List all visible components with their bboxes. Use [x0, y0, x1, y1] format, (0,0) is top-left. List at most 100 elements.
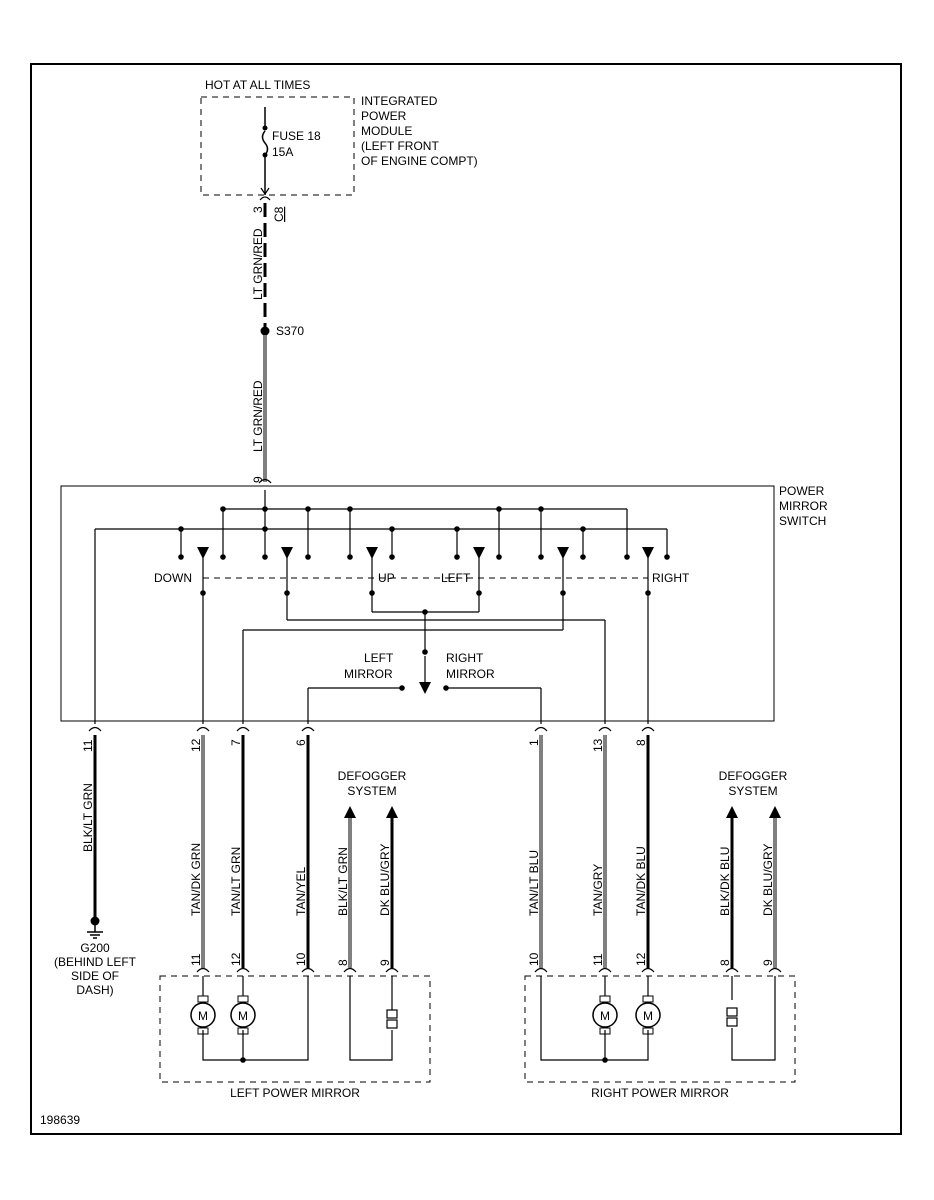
- module-line-5: OF ENGINE COMPT): [361, 154, 478, 168]
- left-defogger-feed: DEFOGGER SYSTEM BLK/LT GRN DK BLU/GRY: [336, 769, 407, 968]
- right-mirror-box: [524, 975, 796, 1083]
- right-mirror-pin-4: 8: [718, 959, 732, 966]
- ground-icon: [87, 931, 103, 939]
- splice-s370: [260, 326, 270, 336]
- pin-8: 8: [634, 739, 648, 746]
- left-mirror-box: [159, 975, 431, 1083]
- right-mirror-title: RIGHT POWER MIRROR: [591, 1086, 729, 1100]
- wire-label-left-defog-1: BLK/LT GRN: [336, 847, 350, 916]
- module-line-2: POWER: [361, 109, 407, 123]
- pin-6: 6: [294, 739, 308, 746]
- ground-splice-dot: [90, 916, 100, 926]
- switch-contacts: [197, 547, 654, 724]
- right-motor-1: M: [592, 995, 618, 1035]
- wire-label-lt-grn-red-lower: LT GRN/RED: [251, 380, 265, 452]
- left-defogger-title-2: SYSTEM: [347, 784, 396, 798]
- label-right: RIGHT: [652, 571, 690, 585]
- pin-11: 11: [81, 739, 95, 752]
- connector-pin-3: 3: [251, 206, 265, 213]
- right-power-mirror: RIGHT POWER MIRROR 10 11 12 8 9 M M: [524, 952, 796, 1100]
- switch-bus-lines: [94, 490, 668, 724]
- switch-junction-dots: [178, 506, 670, 560]
- right-mirror-pin-5: 9: [761, 959, 775, 966]
- ground-loc-1: (BEHIND LEFT: [54, 955, 137, 969]
- wire-label-left-defog-2: DK BLU/GRY: [378, 844, 392, 916]
- right-mirror-label-1: RIGHT: [446, 651, 484, 665]
- wire-label-tan-dk-grn: TAN/DK GRN: [189, 843, 203, 916]
- left-mirror-title: LEFT POWER MIRROR: [230, 1086, 360, 1100]
- wire-label-lt-grn-red-upper: LT GRN/RED: [251, 228, 265, 300]
- fuse-rating: 15A: [272, 145, 293, 159]
- hot-at-all-times-label: HOT AT ALL TIMES: [205, 78, 310, 92]
- right-heater-element-icon: [726, 1007, 738, 1027]
- module-line-3: MODULE: [361, 124, 412, 138]
- splice-label: S370: [276, 324, 304, 338]
- left-mirror-pin-3: 10: [294, 952, 308, 966]
- arrow-up-icon: [386, 806, 398, 818]
- left-defogger-title-1: DEFOGGER: [338, 769, 407, 783]
- ground-id: G200: [80, 941, 110, 955]
- wire-label-tan-lt-grn: TAN/LT GRN: [229, 847, 243, 916]
- connector-id-c8: C8: [272, 206, 286, 222]
- wire-label-right-defog-1: BLK/DK BLU: [718, 847, 732, 916]
- left-motor-1: M: [190, 995, 216, 1035]
- left-mirror-pin-2: 12: [229, 952, 243, 966]
- pin-13: 13: [591, 738, 605, 752]
- label-up: UP: [378, 571, 395, 585]
- module-line-4: (LEFT FRONT: [361, 139, 439, 153]
- pin-1: 1: [527, 739, 541, 746]
- right-defogger-feed: DEFOGGER SYSTEM BLK/DK BLU DK BLU/GRY: [718, 769, 788, 968]
- ground-g200: G200 (BEHIND LEFT SIDE OF DASH): [54, 916, 137, 997]
- figure-number: 198639: [40, 1113, 80, 1127]
- module-box: [200, 96, 355, 196]
- left-power-mirror: LEFT POWER MIRROR 11 12 10 8 9 M M: [159, 952, 431, 1100]
- switch-title-1: POWER: [779, 484, 825, 498]
- left-mirror-label-1: LEFT: [364, 651, 394, 665]
- wire-label-tan-gry: TAN/GRY: [591, 864, 605, 916]
- wire-label-tan-lt-blu: TAN/LT BLU: [527, 850, 541, 916]
- motor-label: M: [600, 1009, 610, 1023]
- switch-output-wires: 11 12 7 6 1 13 8 BLK/LT GRN TAN/DK GRN T…: [81, 726, 655, 968]
- right-mirror-pin-1: 10: [527, 952, 541, 966]
- pin-7: 7: [229, 739, 243, 746]
- label-down: DOWN: [154, 571, 192, 585]
- left-mirror-pin-4: 8: [336, 959, 350, 966]
- feed-circuit: LT GRN/RED S370 LT GRN/RED 9: [251, 203, 304, 484]
- wire-label-tan-yel: TAN/YEL: [294, 867, 308, 916]
- power-mirror-switch: POWER MIRROR SWITCH: [60, 484, 828, 724]
- motor-label: M: [643, 1009, 653, 1023]
- left-mirror-label-2: MIRROR: [344, 667, 393, 681]
- right-motor-2: M: [635, 995, 661, 1035]
- wire-label-blk-lt-grn: BLK/LT GRN: [81, 783, 95, 852]
- right-defogger-title-2: SYSTEM: [728, 784, 777, 798]
- motor-label: M: [198, 1009, 208, 1023]
- arrow-up-icon: [344, 806, 356, 818]
- pin-12: 12: [189, 738, 203, 752]
- label-left: LEFT: [441, 571, 471, 585]
- left-heater-element-icon: [386, 1009, 398, 1029]
- right-defogger-title-1: DEFOGGER: [719, 769, 788, 783]
- right-mirror-pin-2: 11: [591, 953, 605, 966]
- module-line-1: INTEGRATED: [361, 94, 438, 108]
- connector-c8-icon: [259, 196, 271, 201]
- fuse-icon: [261, 130, 269, 156]
- outer-frame: [30, 63, 902, 1135]
- switch-pin-9: 9: [251, 476, 265, 483]
- arrow-up-icon: [726, 806, 738, 818]
- switch-box: [60, 485, 775, 722]
- switch-connector-9-icon: [258, 478, 272, 484]
- right-mirror-pin-3: 12: [634, 952, 648, 966]
- switch-title-2: MIRROR: [779, 499, 828, 513]
- motor-label: M: [238, 1009, 248, 1023]
- fuse-name: FUSE 18: [272, 129, 321, 143]
- ground-loc-2: SIDE OF: [71, 969, 119, 983]
- right-mirror-label-2: MIRROR: [446, 667, 495, 681]
- switch-title-3: SWITCH: [779, 514, 826, 528]
- left-motor-2: M: [230, 995, 256, 1035]
- ground-loc-3: DASH): [76, 983, 113, 997]
- wire-label-tan-dk-blu: TAN/DK BLU: [634, 846, 648, 916]
- fuse-terminal-top: [262, 125, 268, 131]
- wire-label-right-defog-2: DK BLU/GRY: [761, 844, 775, 916]
